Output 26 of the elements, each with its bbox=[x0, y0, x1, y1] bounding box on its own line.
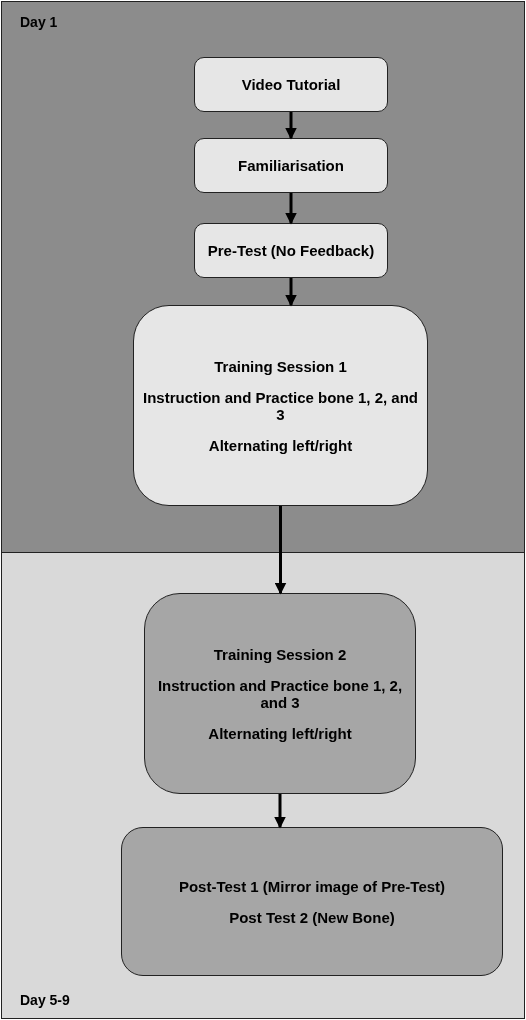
step-title: Training Session 2 bbox=[213, 645, 347, 663]
step-box bbox=[144, 593, 416, 794]
day-panel bbox=[1, 552, 525, 1019]
step-box bbox=[133, 305, 428, 506]
step-title: Pre-Test (No Feedback) bbox=[207, 242, 375, 259]
step-title: Training Session 1 bbox=[214, 357, 347, 375]
day-label: Day 1 bbox=[20, 14, 58, 30]
step-text: Post Test 2 (New Bone) bbox=[229, 908, 395, 926]
step-text: Instruction and Practice bone 1, 2, and 3 bbox=[142, 388, 419, 423]
step-box bbox=[194, 57, 388, 112]
step-text: Instruction and Practice bone 1, 2, and 3 bbox=[156, 676, 404, 711]
step-box bbox=[194, 138, 388, 193]
step-box bbox=[194, 223, 388, 278]
step-text: Alternating left/right bbox=[208, 724, 352, 742]
arrow bbox=[285, 112, 297, 140]
arrow bbox=[285, 193, 297, 225]
step-text: Alternating left/right bbox=[208, 436, 353, 454]
arrow bbox=[285, 278, 297, 307]
day-panel bbox=[1, 1, 525, 553]
step-title: Post-Test 1 (Mirror image of Pre-Test) bbox=[178, 877, 446, 895]
step-title: Familiarisation bbox=[238, 157, 344, 174]
step-title: Video Tutorial bbox=[241, 76, 341, 93]
step-box bbox=[121, 827, 503, 976]
arrow bbox=[274, 794, 286, 829]
arrow bbox=[274, 506, 287, 595]
day-label: Day 5-9 bbox=[20, 992, 70, 1008]
